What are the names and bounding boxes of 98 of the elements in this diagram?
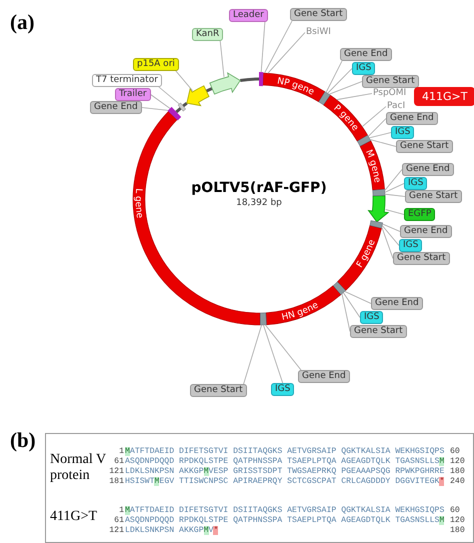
feature-tag: Gene End	[402, 163, 454, 176]
feature-tag: Gene End	[90, 101, 142, 114]
panel-label: (b)	[10, 428, 36, 453]
backbone-line	[175, 107, 182, 114]
junction-mark	[318, 91, 330, 106]
leader-line	[327, 68, 352, 94]
leader-line	[176, 70, 193, 92]
site-label: PacI	[386, 101, 406, 112]
feature-tag: Gene End	[371, 297, 423, 310]
leader-line	[263, 324, 284, 384]
feature-tag: Gene Start	[290, 8, 347, 21]
mutation-tag: 411G>T	[414, 87, 474, 106]
terminator-mark	[178, 102, 186, 112]
position-number: 121	[109, 526, 124, 536]
feature-tag: EGFP	[404, 208, 436, 221]
amino-acid-sequence: ASQDNPDQQD RPDKQLSTPE QATPHNSSPA TSAEPLPTQA AGEAGDTQLK TGASNSLLSM	[125, 457, 444, 467]
leader-line	[344, 291, 372, 304]
leader-line	[158, 86, 180, 104]
leader-line	[150, 94, 170, 109]
backbone-line	[182, 102, 188, 108]
feature-tag: IGS	[391, 126, 414, 139]
sequence-name: 411G>T	[50, 509, 98, 525]
feature-tag: Gene Start	[350, 325, 407, 338]
feature-tag: Gene Start	[396, 140, 453, 153]
position-number: 180	[450, 467, 465, 477]
leader-line	[326, 60, 342, 93]
feature-tag: IGS	[271, 383, 294, 396]
leader-mark	[259, 72, 264, 86]
leader-line	[260, 22, 266, 72]
leader-line	[220, 40, 224, 78]
amino-acid-sequence: MATFTDAEID DIFETSGTVI DSIITAQGKS AETVGRSAIP QGKTKALSIA WEKHGSIQPS	[125, 447, 444, 457]
feature-tag: Leader	[229, 9, 268, 22]
feature-tag: IGS	[404, 177, 428, 190]
panel-label: (a)	[10, 10, 34, 35]
feature-tag: T7 terminator	[92, 74, 162, 87]
amino-acid-sequence: LDKLSNKPSN AKKGPMVESP GRISSTSDPT TWGSAEPRKQ PGEAAAPSQG RPWKPGHRRE	[125, 467, 444, 477]
position-number: 121	[109, 467, 124, 477]
leader-line	[368, 132, 392, 138]
feature-tag: Gene Start	[190, 384, 247, 397]
feature-block	[209, 72, 241, 94]
leader-line	[342, 293, 350, 332]
feature-tag: Gene End	[298, 370, 350, 383]
leader-line	[267, 32, 306, 74]
leader-line	[382, 225, 400, 246]
backbone-line	[240, 78, 260, 82]
feature-tag: KanR	[192, 28, 224, 41]
amino-acid-sequence: HSISWTMEGV TTISWCNPSC APIRAEPRQY SCTCGSCPAT CRLCAGDDDY DGGVITEGK*	[125, 477, 444, 487]
leader-line	[385, 209, 404, 215]
position-number: 120	[450, 457, 465, 467]
feature-tag: Gene Start	[405, 190, 462, 203]
amino-acid-sequence: LDKLSNKPSN AKKGPMV*	[125, 526, 218, 536]
position-number: 180	[450, 526, 465, 536]
position-number: 240	[450, 477, 465, 487]
site-label: PspOMI	[372, 88, 408, 99]
leader-line	[362, 106, 386, 128]
position-number: 181	[109, 477, 124, 487]
feature-tag: Trailer	[115, 88, 151, 101]
position-number: 60	[450, 447, 460, 457]
leader-line	[328, 81, 362, 95]
amino-acid-sequence: ASQDNPDQQD RPDKQLSTPE QATPHNSSPA TSAEPLPTQA AGEAGDTQLK TGASNSLLSM	[125, 516, 444, 526]
leader-line	[381, 226, 394, 259]
position-number: 61	[114, 516, 124, 526]
feature-tag: Gene End	[400, 225, 452, 238]
leader-line	[141, 107, 168, 111]
position-number: 61	[114, 457, 124, 467]
leader-line	[264, 324, 302, 370]
leader-line	[336, 93, 372, 100]
feature-tag: Gene Start	[393, 252, 450, 265]
leader-line	[370, 139, 396, 147]
position-number: 1	[119, 447, 124, 457]
leader-line	[342, 292, 360, 318]
feature-tag: IGS	[352, 62, 376, 75]
feature-tag: IGS	[399, 239, 422, 252]
gene-segment: NP gene	[262, 72, 326, 102]
junction-mark	[357, 134, 371, 146]
amino-acid-sequence: MATFTDAEID DIFETSGTVI DSIITAQGKS AETVGRSAIP QGKTKALSIA WEKHGSIQPS	[125, 506, 444, 516]
leader-line	[384, 169, 402, 191]
position-number: 120	[450, 516, 465, 526]
feature-tag: Gene End	[386, 112, 438, 125]
trailer-mark	[168, 106, 182, 120]
position-number: 1	[119, 506, 124, 516]
site-label: BsiWI	[305, 27, 332, 38]
leader-line	[368, 118, 386, 137]
gene-feature-block	[368, 195, 389, 222]
feature-tag: IGS	[360, 311, 384, 324]
leader-line	[384, 183, 404, 193]
position-number: 60	[450, 506, 460, 516]
junction-mark	[332, 282, 346, 295]
feature-tag: Gene Start	[362, 75, 419, 88]
junction-mark	[260, 312, 267, 326]
junction-mark	[370, 220, 383, 228]
leader-line	[384, 194, 406, 197]
feature-tag: p15A ori	[133, 58, 179, 71]
leader-line	[264, 20, 292, 74]
feature-tag: Gene End	[340, 48, 392, 61]
feature-block	[186, 85, 210, 106]
leader-line	[243, 324, 262, 384]
leader-line	[382, 224, 400, 232]
